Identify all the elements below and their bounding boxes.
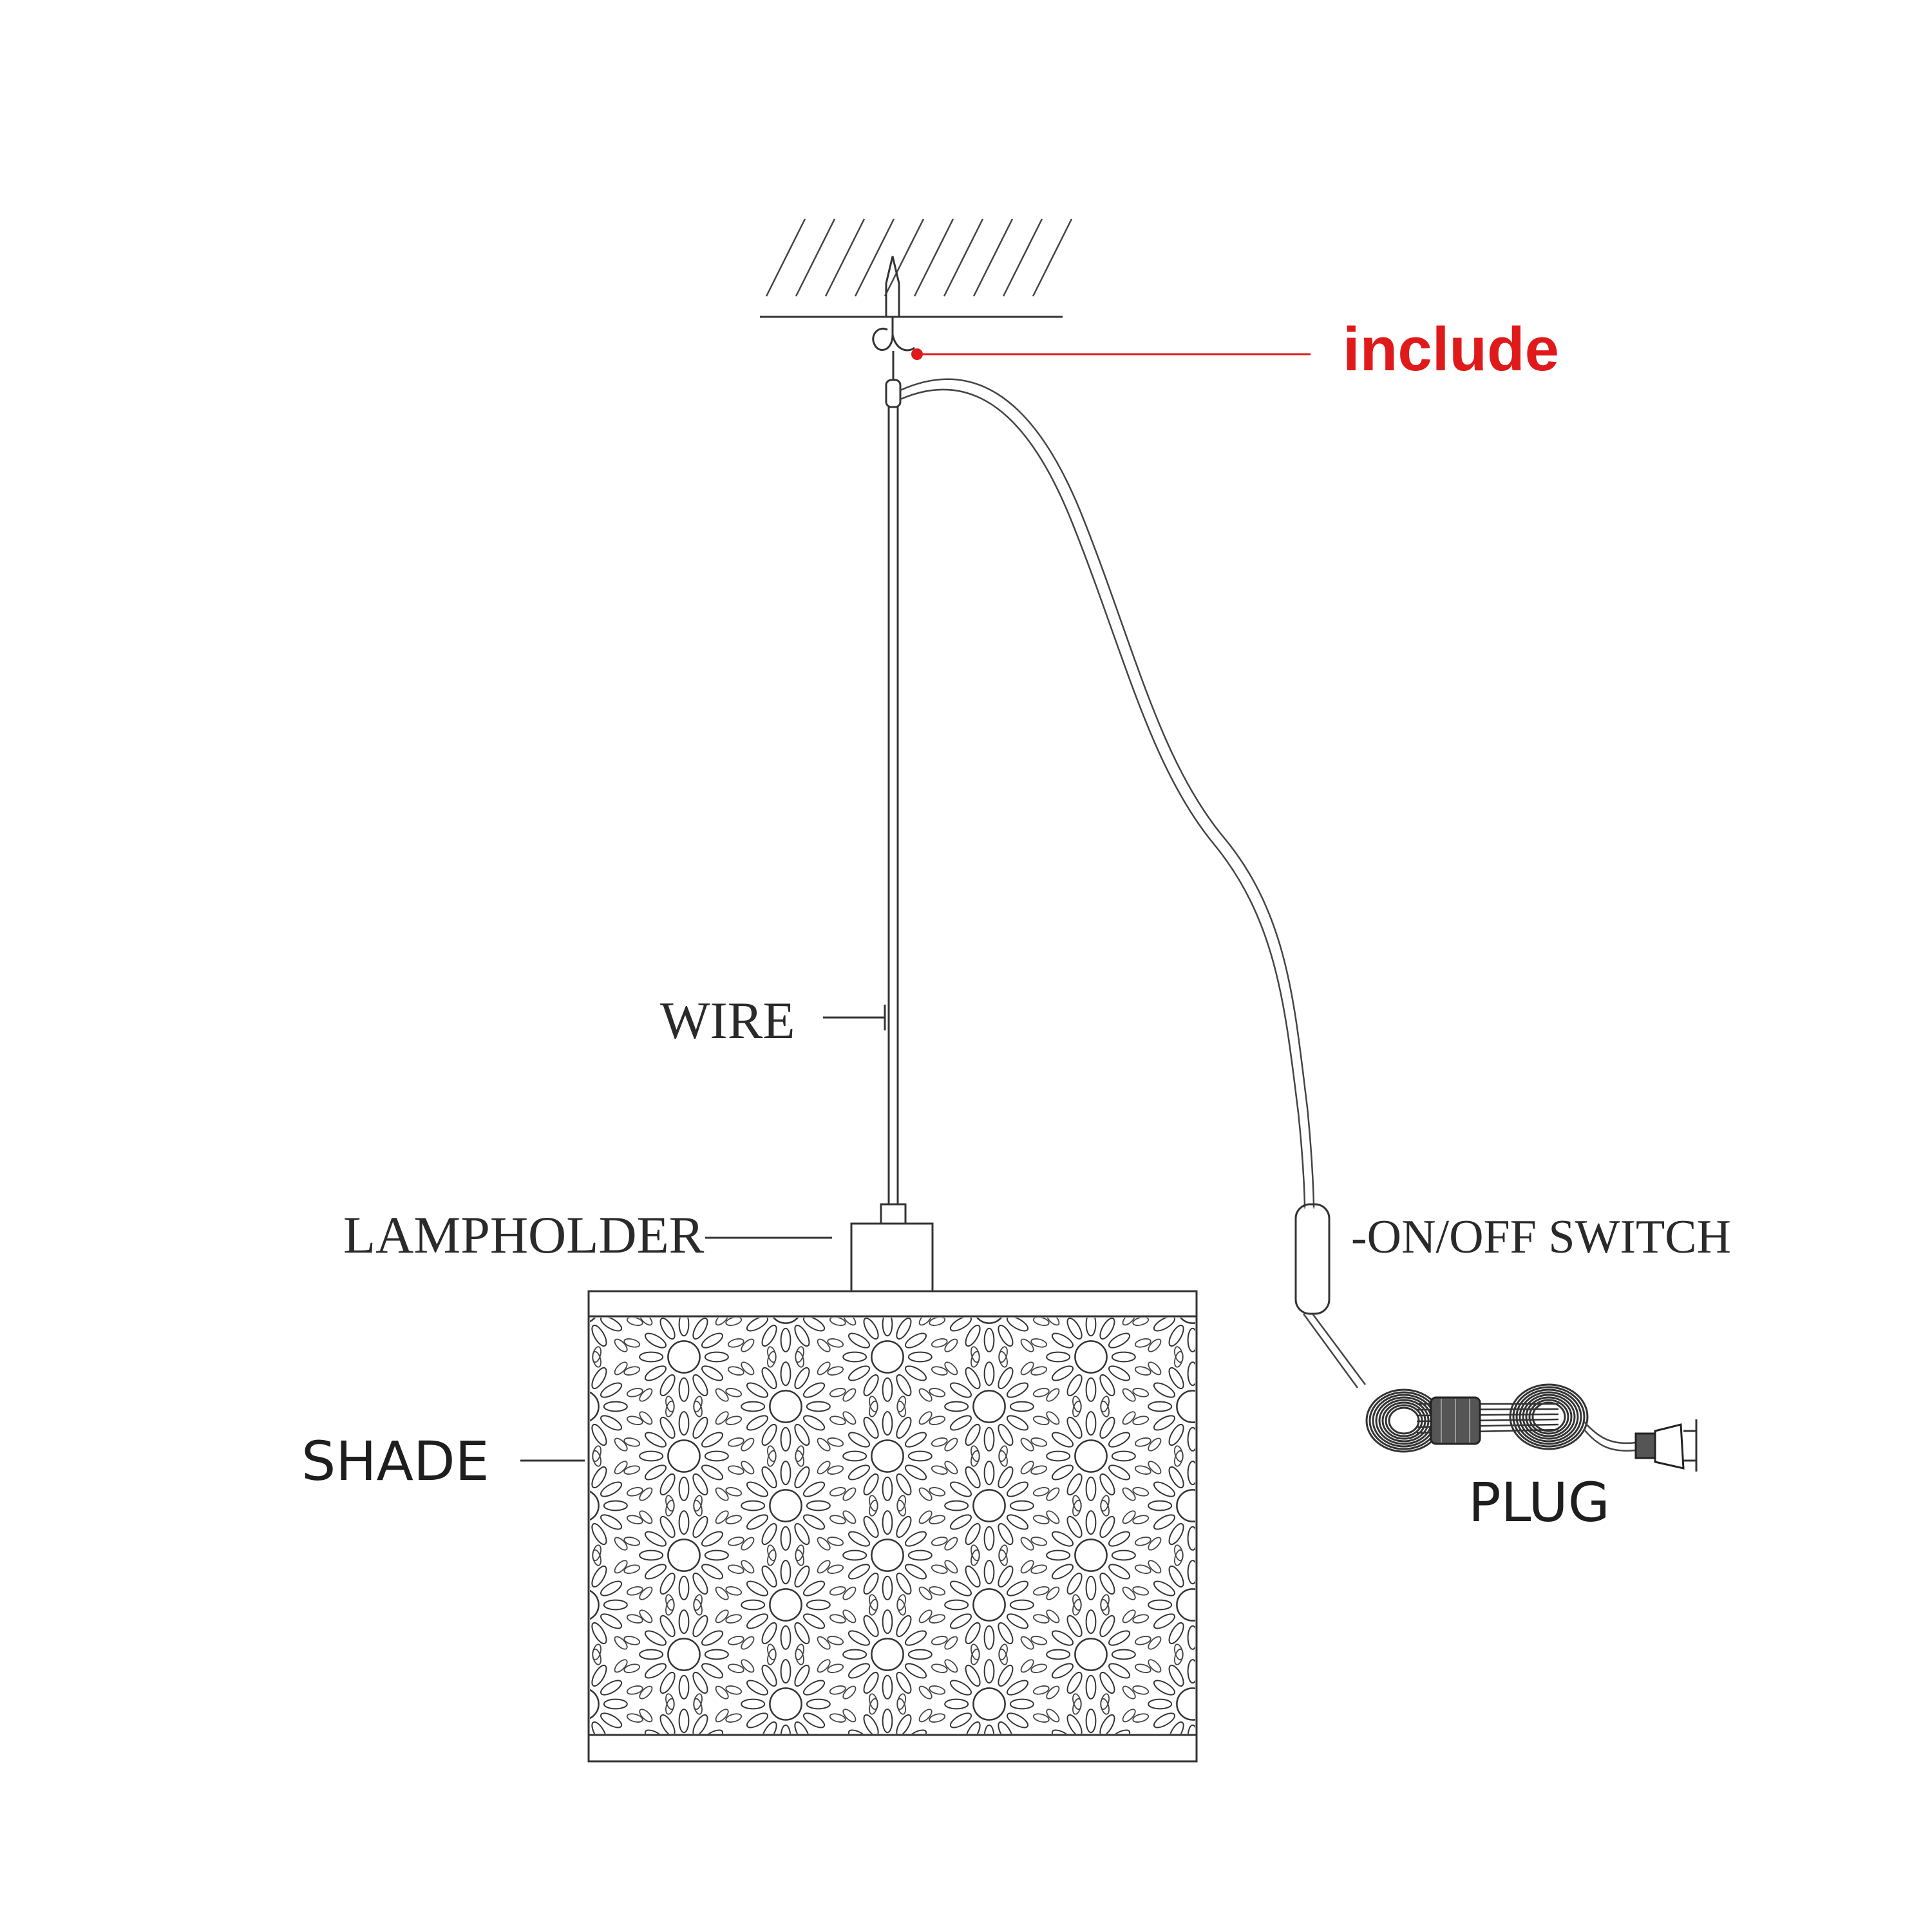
include-label: include <box>1343 315 1559 384</box>
lampholder: LAMPHOLDER <box>343 1203 934 1293</box>
shade-label-group: SHADE <box>301 1430 585 1493</box>
inline-switch-icon <box>1294 1203 1367 1388</box>
plug-label: PLUG <box>1468 1471 1610 1534</box>
shade-label: SHADE <box>301 1430 489 1493</box>
shade-flower-pattern <box>590 1318 1195 1734</box>
wire-label: WIRE <box>660 991 795 1050</box>
plug-icon <box>1634 1419 1698 1472</box>
include-callout: include <box>911 315 1559 384</box>
coiled-cord <box>1365 1383 1636 1453</box>
lampholder-label: LAMPHOLDER <box>343 1206 705 1264</box>
wire-label-group: WIRE <box>660 991 886 1050</box>
ceiling-hook-icon <box>872 256 915 408</box>
switch-label: -ON/OFF SWITCH <box>1351 1211 1731 1264</box>
ceiling-hatch-icon <box>760 218 1073 318</box>
power-cord <box>900 378 1315 1209</box>
shade <box>587 1290 1198 1763</box>
suspension-wire <box>887 407 899 1204</box>
